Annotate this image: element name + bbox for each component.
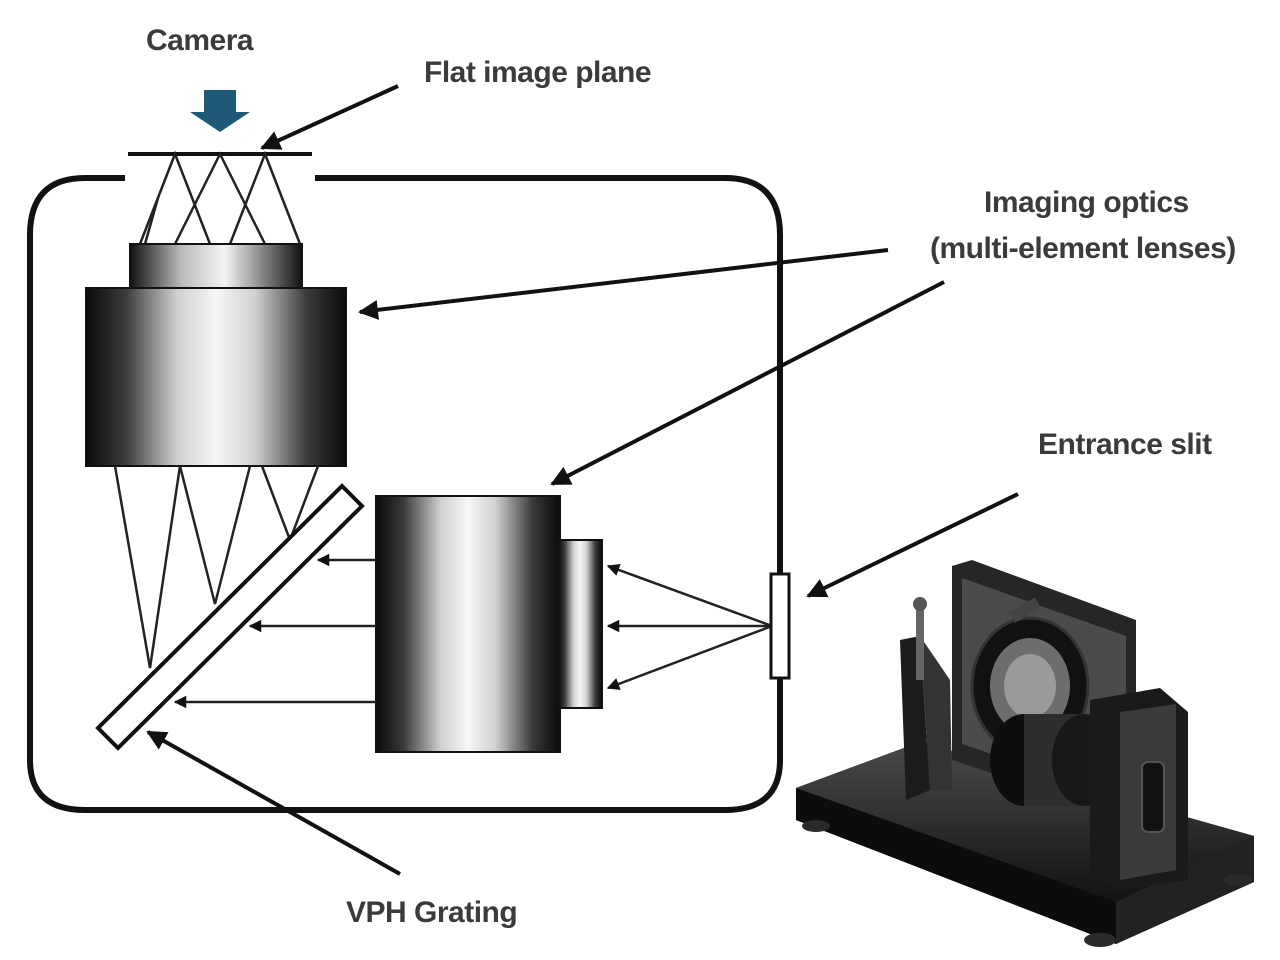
camera-lens: [85, 243, 347, 467]
collimator-lens: [375, 495, 603, 753]
spectrograph-housing: [27, 175, 783, 813]
camera-arrow-icon: [190, 90, 250, 132]
vph-grating-plate: [95, 483, 365, 751]
imaging-optics-label-line1: Imaging optics: [984, 186, 1189, 219]
entrance-slit: [769, 572, 791, 680]
spectrograph-photo: [796, 560, 1254, 947]
camera-rays: [138, 150, 302, 245]
collimated-rays: [173, 553, 376, 709]
camera-label: Camera: [146, 24, 254, 57]
leader-arrows: [146, 84, 1019, 876]
entrance-slit-label: Entrance slit: [1038, 428, 1212, 461]
vph-grating-label: VPH Grating: [346, 896, 517, 929]
flat-image-plane-label: Flat image plane: [424, 56, 651, 89]
imaging-optics-label-line2: (multi-element lenses): [930, 232, 1236, 265]
slit-rays: [606, 563, 773, 690]
